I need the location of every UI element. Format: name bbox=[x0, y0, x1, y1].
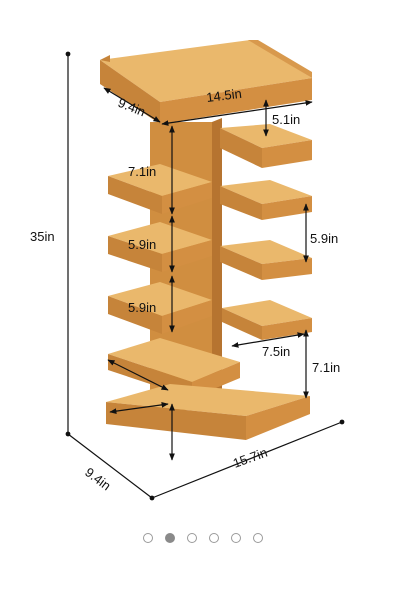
image-carousel-indicator bbox=[0, 528, 405, 548]
label-right-gap-low: 7.1in bbox=[312, 360, 340, 375]
label-left-gap-2: 5.9in bbox=[128, 237, 156, 252]
label-total-height: 35in bbox=[30, 229, 55, 244]
carousel-dot[interactable] bbox=[230, 533, 241, 543]
base-shelf bbox=[106, 384, 310, 440]
dimension-lines bbox=[65, 51, 345, 501]
right-shelf-3 bbox=[220, 240, 312, 280]
carousel-dot[interactable] bbox=[186, 533, 197, 543]
right-shelf-4 bbox=[222, 300, 312, 340]
carousel-dot[interactable] bbox=[208, 533, 219, 543]
label-base-width: 15.7in bbox=[231, 445, 269, 471]
carousel-dot[interactable] bbox=[164, 533, 175, 543]
carousel-dot[interactable] bbox=[252, 533, 263, 543]
label-shelf-width: 7.5in bbox=[262, 344, 290, 359]
carousel-dot[interactable] bbox=[142, 533, 153, 543]
label-top-width: 14.5in bbox=[206, 86, 243, 105]
right-shelf-2 bbox=[220, 180, 312, 220]
label-left-gap-3: 5.9in bbox=[128, 300, 156, 315]
label-base-depth: 9.4in bbox=[82, 464, 114, 493]
label-right-gap-mid: 5.9in bbox=[310, 231, 338, 246]
label-top-gap: 5.1in bbox=[272, 112, 300, 127]
label-left-gap-1: 7.1in bbox=[128, 164, 156, 179]
